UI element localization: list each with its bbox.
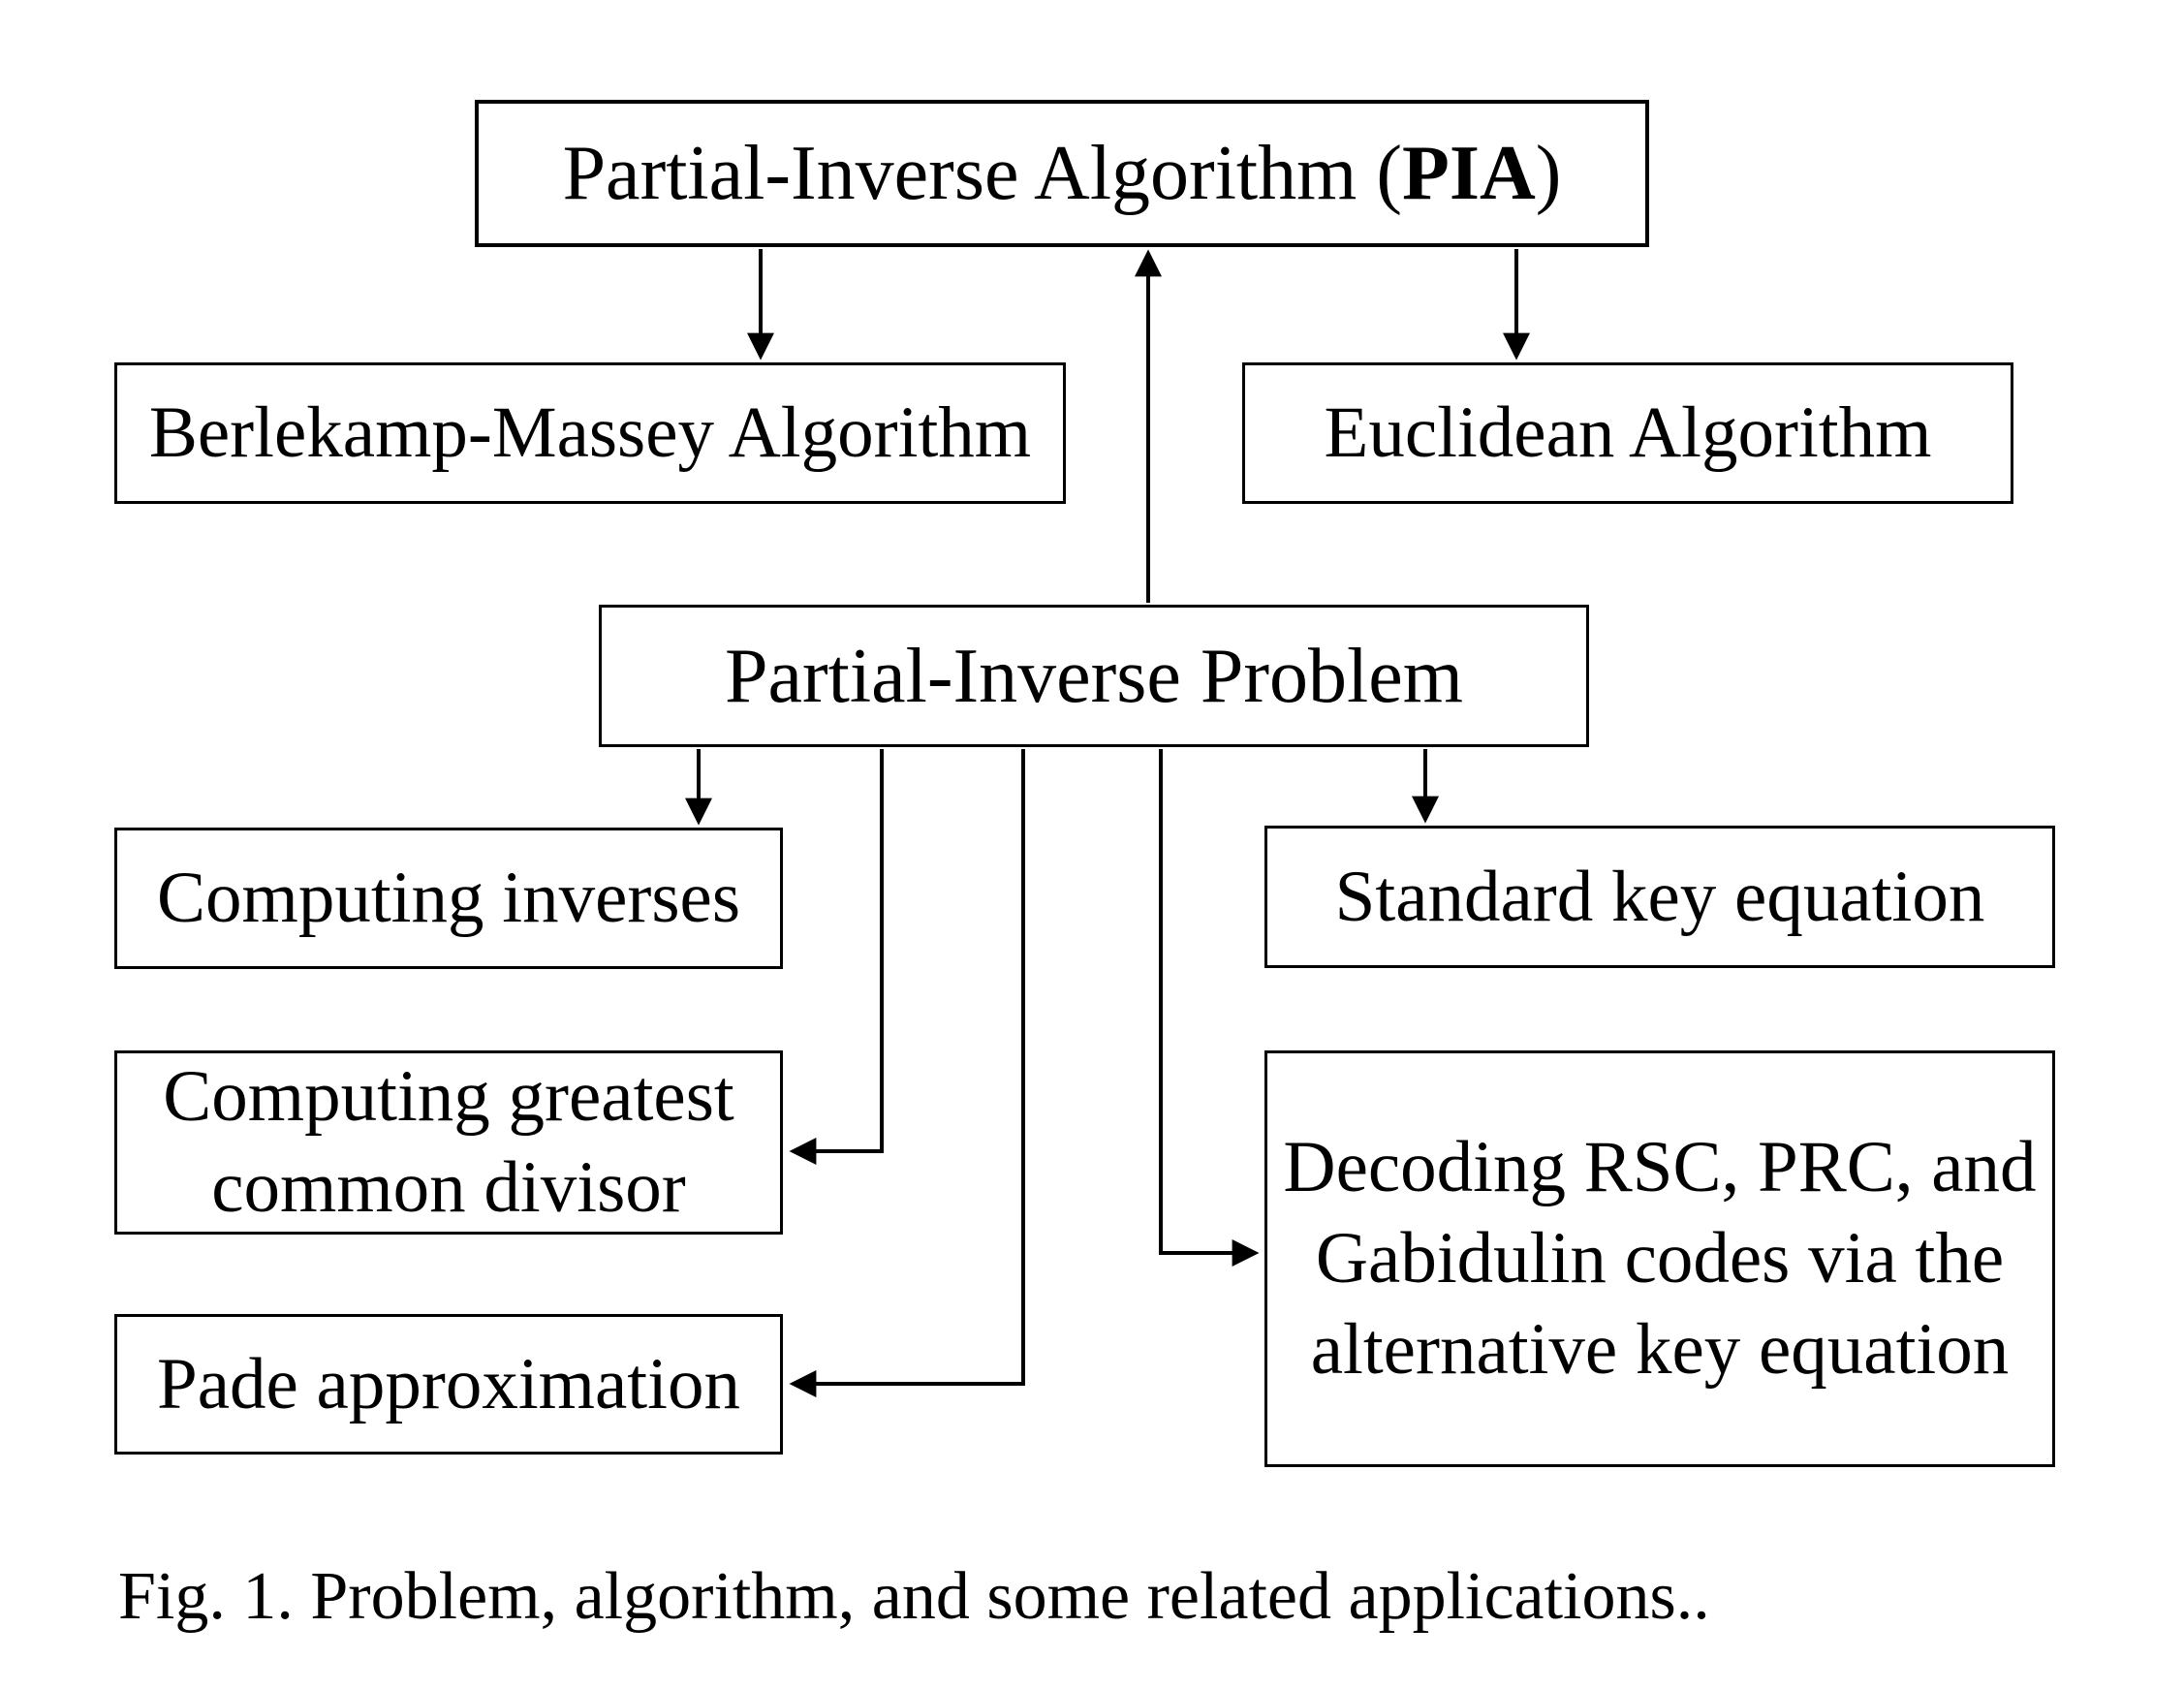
euclidean-label: Euclidean Algorithm bbox=[1324, 392, 1932, 474]
node-euclidean-algorithm: Euclidean Algorithm bbox=[1242, 362, 2013, 504]
inverses-label: Computing inverses bbox=[156, 858, 741, 939]
node-computing-greatest-common-divisor: Computing greatest common divisor bbox=[114, 1050, 783, 1235]
node-berlekamp-massey-algorithm: Berlekamp-Massey Algorithm bbox=[114, 362, 1066, 504]
berlekamp-label: Berlekamp-Massey Algorithm bbox=[148, 392, 1032, 474]
pia-label-suffix: ) bbox=[1535, 131, 1562, 216]
arrow-problem-to-decoding bbox=[1159, 749, 1260, 1267]
standard-key-label: Standard key equation bbox=[1334, 856, 1985, 937]
node-standard-key-equation: Standard key equation bbox=[1264, 826, 2055, 968]
arrow-problem-to-pade bbox=[789, 749, 1025, 1397]
problem-label: Partial-Inverse Problem bbox=[725, 633, 1463, 719]
node-decoding-codes: Decoding RSC, PRC, and Gabidulin codes v… bbox=[1264, 1050, 2055, 1467]
pia-label: Partial-Inverse Algorithm (PIA) bbox=[563, 125, 1562, 222]
gcd-label: Computing greatest common divisor bbox=[163, 1056, 734, 1228]
node-pade-approximation: Pade approximation bbox=[114, 1314, 783, 1455]
figure-caption: Fig. 1. Problem, algorithm, and some rel… bbox=[118, 1559, 1710, 1634]
arrow-problem-to-gcd bbox=[789, 749, 884, 1165]
node-partial-inverse-algorithm: Partial-Inverse Algorithm (PIA) bbox=[475, 100, 1649, 247]
pia-label-prefix: Partial-Inverse Algorithm ( bbox=[562, 131, 1403, 216]
pade-label: Pade approximation bbox=[157, 1343, 740, 1424]
node-computing-inverses: Computing inverses bbox=[114, 828, 783, 969]
decoding-label: Decoding RSC, PRC, and Gabidulin codes v… bbox=[1283, 1127, 2037, 1390]
node-partial-inverse-problem: Partial-Inverse Problem bbox=[599, 605, 1589, 747]
pia-label-bold: PIA bbox=[1402, 131, 1536, 216]
